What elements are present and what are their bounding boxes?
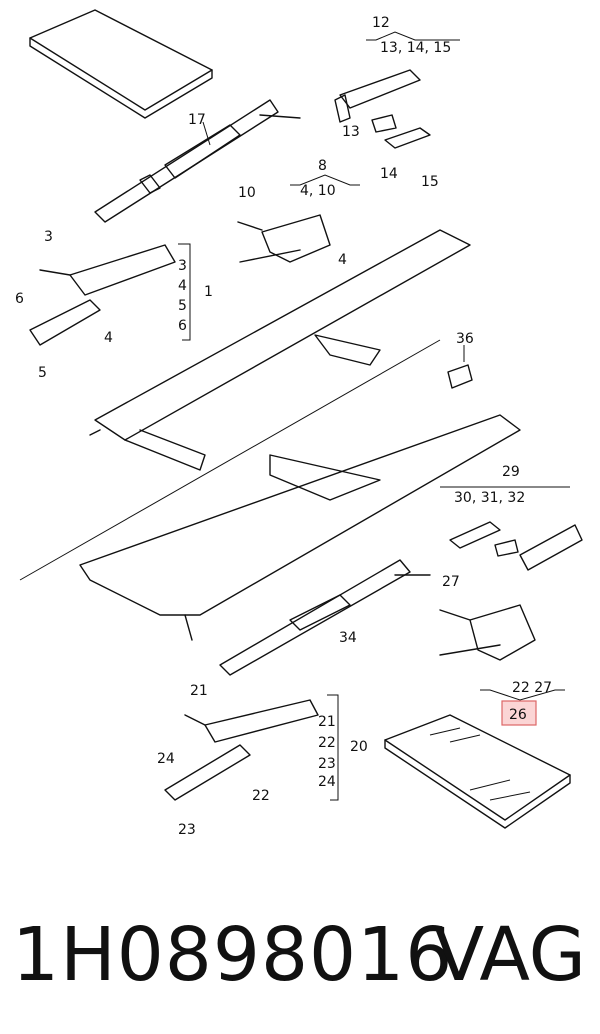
callout-4-lower: 4 (104, 330, 113, 346)
callout-1-list-4: 4 (178, 278, 187, 294)
brand-name: VAG (433, 912, 586, 998)
bracket-26 (439, 604, 565, 701)
callout-22: 22 (252, 788, 270, 804)
callout-29: 29 (502, 464, 520, 480)
callout-13: 13 (342, 124, 360, 140)
callout-10: 10 (238, 185, 256, 201)
callout-20: 20 (350, 739, 368, 755)
guide-rail-17 (94, 99, 301, 223)
callout-1-list-6: 6 (178, 318, 187, 334)
bracket-8 (237, 174, 360, 263)
callout-6: 6 (15, 291, 24, 307)
slider-assembly-12 (334, 31, 460, 149)
callout-14: 14 (380, 166, 398, 182)
callout-23: 23 (178, 822, 196, 838)
callout-36: 36 (456, 331, 474, 347)
callout-20-list-21: 21 (318, 714, 336, 730)
callout-24: 24 (157, 751, 175, 767)
callout-1-list-5: 5 (178, 298, 187, 314)
sunroof-frame-upper (89, 229, 471, 471)
callout-21: 21 (190, 683, 208, 699)
callout-20-list-23: 23 (318, 756, 336, 772)
hinge-assembly-20 (164, 694, 339, 801)
sunroof-glass-panel-bottom (384, 714, 571, 829)
callout-20-list-22: 22 (318, 735, 336, 751)
callout-26: 26 (509, 707, 527, 723)
callout-12-sub: 13, 14, 15 (380, 40, 451, 56)
part-number: 1H0898016 (12, 912, 454, 998)
callout-1-list-3: 3 (178, 258, 187, 274)
exploded-parts-diagram: 12 13, 14, 15 13 14 15 17 8 4, 10 10 4 3… (15, 9, 583, 838)
callout-17: 17 (188, 112, 206, 128)
callout-4-upper: 4 (338, 252, 347, 268)
callout-20-list-24: 24 (318, 774, 336, 790)
callout-1: 1 (204, 284, 213, 300)
hinge-assembly-1 (29, 243, 191, 346)
highlight-box-26 (501, 700, 537, 726)
callout-12: 12 (372, 15, 390, 31)
callout-26-sub: 22 27 (512, 680, 552, 696)
slider-assembly-29 (440, 486, 583, 571)
sunroof-glass-panel-top (29, 9, 213, 119)
callout-15: 15 (421, 174, 439, 190)
callout-5: 5 (38, 365, 47, 381)
callout-8-sub: 4, 10 (300, 183, 336, 199)
callout-34: 34 (339, 630, 357, 646)
callout-29-sub: 30, 31, 32 (454, 490, 525, 506)
guide-rail-34 (219, 559, 431, 676)
callout-27: 27 (442, 574, 460, 590)
callout-3: 3 (44, 229, 53, 245)
footer: 1H0898016 VAG (0, 900, 600, 1010)
clip-36 (447, 345, 473, 389)
callout-8: 8 (318, 158, 327, 174)
sunroof-frame-lower (19, 339, 521, 641)
